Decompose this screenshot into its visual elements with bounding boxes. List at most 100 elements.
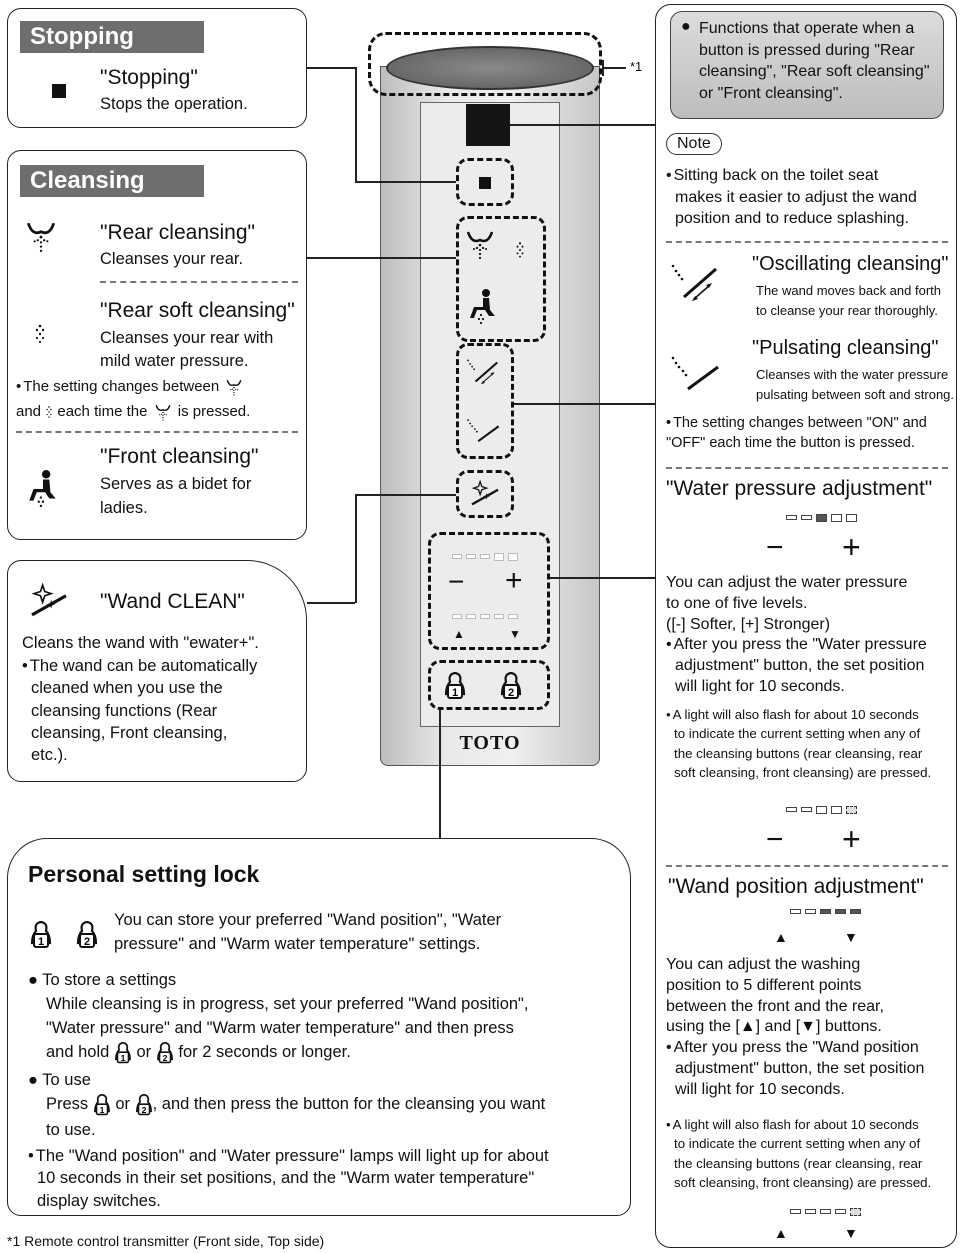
leader-adjust — [550, 577, 655, 579]
divider — [666, 865, 948, 867]
rear-cleansing-button[interactable] — [466, 228, 494, 260]
rear-soft-desc-2: mild water pressure. — [100, 352, 249, 370]
user-1-button[interactable]: 1 — [444, 672, 466, 700]
ref-mark: *1 — [630, 59, 643, 74]
wand-clean-bullet-1: The wand can be automatically — [29, 657, 258, 675]
pos-7: will light for 10 seconds. — [675, 1080, 845, 1098]
onoff-2: "OFF" each time the button is pressed. — [666, 435, 915, 452]
use-1-a: Press — [46, 1095, 89, 1113]
front-cleansing-icon — [29, 470, 56, 507]
lamp — [466, 554, 476, 560]
wp-flash-lamps — [786, 801, 861, 819]
wp-2: to one of five levels. — [666, 594, 808, 612]
lamp — [820, 909, 831, 915]
stop-icon — [52, 84, 66, 98]
pulsating-button[interactable] — [466, 418, 500, 444]
use-1-b: or — [115, 1095, 131, 1113]
right-panel: ● Functions that operate when a button i… — [655, 4, 957, 1248]
wp-minus: − — [766, 531, 784, 564]
callout-dot: ● — [681, 18, 691, 35]
pos-body: You can adjust the washing position to 5… — [666, 955, 924, 1101]
wand-clean-box — [456, 470, 514, 518]
pos-flash-note: A light will also flash for about 10 sec… — [666, 1115, 931, 1192]
bullet — [666, 167, 674, 184]
leader-wand-clean — [307, 602, 355, 604]
wand-clean-panel: "Wand CLEAN" Cleans the wand with "ewate… — [7, 560, 307, 782]
wp-flash-plus: + — [842, 821, 861, 857]
wp-title: "Water pressure adjustment" — [666, 477, 933, 500]
ref-leader — [602, 60, 604, 76]
store-2: "Water pressure" and "Warm water tempera… — [46, 1019, 514, 1037]
pos-8: A light will also flash for about 10 sec… — [672, 1117, 919, 1132]
pos-flash-down: ▼ — [844, 1225, 858, 1241]
onoff-1: The setting changes between "ON" and — [673, 415, 927, 431]
osc-desc-1: The wand moves back and forth — [756, 283, 941, 298]
pulse-desc-1: Cleanses with the water pressure — [756, 367, 949, 382]
wp-3: ([-] Softer, [+] Stronger) — [666, 615, 831, 633]
pressure-plus-button[interactable]: + — [505, 564, 523, 597]
lamp — [846, 513, 857, 522]
front-cleansing-desc-2: ladies. — [100, 499, 148, 517]
lamp — [452, 554, 462, 560]
pos-title: "Wand position adjustment" — [668, 875, 924, 898]
note-3: position and to reduce splashing. — [675, 210, 909, 228]
user-2-icon: 2 — [76, 921, 98, 949]
divider — [16, 431, 298, 433]
lamp — [805, 909, 816, 915]
lamp — [508, 552, 518, 561]
user-2-icon: 2 — [135, 1093, 152, 1115]
wand-clean-bullet: The wand can be automatically cleaned wh… — [22, 655, 302, 766]
osc-name: "Oscillating cleansing" — [752, 253, 949, 275]
store-3-a: and hold — [46, 1043, 110, 1061]
toggle-note-2-a: and — [16, 403, 42, 420]
lamp — [831, 805, 842, 814]
user-2-button[interactable]: 2 — [500, 672, 522, 700]
position-up-button[interactable]: ▲ — [453, 627, 465, 641]
pos-9: to indicate the current setting when any… — [674, 1136, 921, 1152]
store-3: and hold 1 or 2 for 2 seconds or longer. — [46, 1041, 351, 1064]
bullet — [666, 707, 673, 722]
cleansing-panel: Cleansing "Rear cleansing" Cleanses your… — [7, 150, 307, 540]
pressure-lamps — [452, 548, 522, 566]
rear-soft-cleansing-button[interactable] — [515, 240, 525, 260]
leader-cleansing — [307, 257, 456, 259]
svg-text:2: 2 — [141, 1104, 146, 1114]
store-head: ● To store a settings — [28, 971, 177, 989]
pulse-name: "Pulsating cleansing" — [752, 337, 939, 359]
callout-text: Functions that operate when a button is … — [699, 18, 943, 104]
bullet — [666, 636, 674, 653]
wp-10: soft cleansing, front cleansing) are pre… — [674, 764, 932, 780]
leader-wand-clean — [355, 494, 357, 603]
pulse-desc-2: pulsating between soft and strong. — [756, 386, 955, 402]
rear-cleansing-icon — [26, 221, 56, 253]
callout-box: ● Functions that operate when a button i… — [670, 11, 944, 119]
callout-4: or "Front cleansing". — [699, 84, 843, 102]
leader-wand-function — [514, 403, 655, 405]
front-cleansing-button[interactable] — [469, 288, 497, 324]
bullet — [666, 1117, 673, 1132]
use-1: Press 1 or 2, and then press the button … — [46, 1093, 545, 1116]
personal-intro-1: You can store your preferred "Wand posit… — [114, 911, 502, 929]
lamp — [805, 1209, 816, 1215]
wand-clean-desc: Cleans the wand with "ewater+". — [22, 634, 259, 652]
pos-11: soft cleansing, front cleansing) are pre… — [674, 1174, 932, 1190]
user-1-icon: 1 — [114, 1041, 131, 1063]
callout-1: Functions that operate when a — [699, 20, 915, 37]
lamp — [790, 1209, 801, 1215]
rear-cleansing-name: "Rear cleansing" — [100, 221, 255, 244]
pressure-minus-button[interactable]: − — [448, 566, 465, 597]
oscillating-button[interactable] — [466, 358, 500, 386]
lamp — [494, 552, 504, 561]
wand-clean-button[interactable] — [469, 480, 501, 506]
stop-button[interactable] — [479, 177, 491, 189]
position-down-button[interactable]: ▼ — [509, 627, 521, 641]
rear-soft-desc-1: Cleanses your rear with — [100, 329, 274, 347]
leader-stop — [307, 67, 355, 69]
flashing-lamp — [846, 805, 857, 814]
pos-6: adjustment" button, the set position — [675, 1059, 925, 1077]
bullet — [666, 415, 673, 431]
toggle-note-2: and each time the is pressed. — [16, 402, 250, 422]
cleansing-buttons-box — [456, 216, 546, 342]
note-label: Note — [666, 133, 722, 155]
toggle-note-2-b: each time the — [57, 403, 148, 420]
